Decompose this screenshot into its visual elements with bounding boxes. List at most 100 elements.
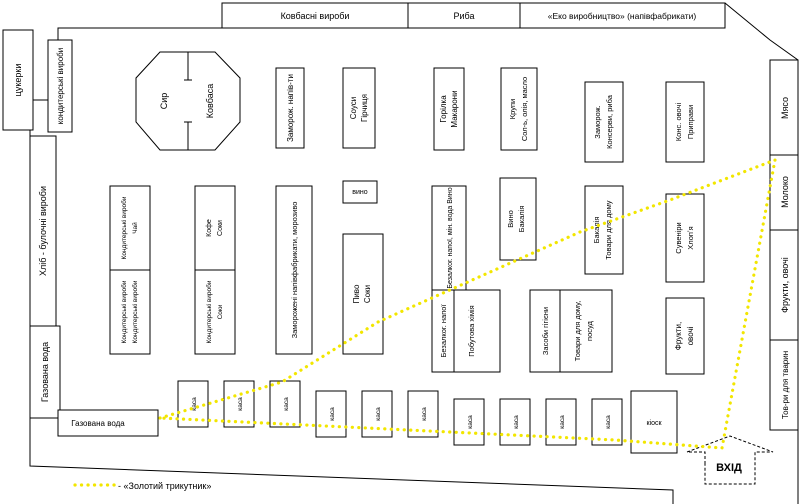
cereals-label-2: Макарони	[450, 90, 459, 127]
wine-tea-label-2: Бакалія	[517, 206, 526, 233]
checkout-counter	[499, 398, 531, 446]
legend: - «Золотий трикутник»	[73, 481, 211, 491]
sausages-label: Ковбасні вироби	[281, 11, 350, 21]
checkout-counter	[223, 380, 255, 428]
preserves-label-2: Консерви, риба	[605, 94, 614, 149]
cheese-sausage-island: Сир Ковбаса	[135, 51, 241, 151]
cheese-label: Сир	[159, 93, 169, 110]
soft-drinks-low-label: Безалког. напої	[439, 304, 448, 358]
shelf-household-chem	[453, 289, 501, 373]
section-water-horizontal	[57, 409, 159, 437]
pet-goods-label: Тов-ри для тварин	[781, 351, 790, 419]
sausage-stand-label: Ковбаса	[205, 84, 215, 118]
section-sausages	[221, 2, 409, 29]
shelf-conf-cocoa	[109, 269, 151, 355]
checkout-counter	[269, 380, 301, 428]
groceries-label-1: Крупи	[508, 99, 517, 119]
household-chem-label: Побутова хімія	[467, 305, 476, 356]
entrance[interactable]: ВХІД	[686, 435, 774, 485]
shelf-cereals	[433, 67, 465, 151]
shelf-preserves	[584, 81, 624, 163]
shelf-souvenirs	[665, 193, 705, 283]
bread-label: Хліб - булочні вироби	[38, 186, 48, 276]
golden-triangle-path	[158, 157, 778, 450]
section-confectionery	[47, 39, 73, 133]
shelf-soft-drinks	[431, 185, 467, 291]
legend-label: - «Золотий трикутник»	[118, 481, 211, 491]
section-eco	[519, 2, 726, 29]
household-label-2: Товари для дому	[604, 200, 613, 259]
coffee-label-1: Кофе	[206, 219, 213, 237]
center-lower: Безалког. напої Побутова хімія Засоби гі…	[431, 289, 705, 375]
conf-juice-label-1: Кондитерські вироби	[205, 280, 213, 343]
section-fruit-veg	[769, 229, 799, 341]
center-middle: Кондитерські вироби Чай Кондитерські вир…	[109, 177, 705, 355]
cereals-label-1: Горілка	[439, 95, 448, 123]
coffee-label-2: Соки	[217, 220, 224, 236]
conf-juice-label-2: Соки	[217, 304, 224, 319]
shelf-frozen-top	[275, 67, 305, 149]
meat-label: Мясо	[780, 97, 790, 119]
checkout-counter	[591, 398, 623, 446]
section-meat	[769, 59, 799, 156]
checkout-label: каса	[513, 415, 520, 429]
eco-label: «Еко виробництво» (напівфабрикати)	[548, 11, 697, 21]
shelf-canned-veg	[665, 81, 705, 163]
checkout-label: каса	[467, 415, 474, 429]
sauces-label-1: Соуси	[349, 97, 358, 120]
right-wall-sections: Мясо Молоко Фрукти, овочі Тов-ри для тва…	[769, 59, 799, 431]
entrance-label: ВХІД	[716, 462, 742, 474]
shelf-hygiene	[529, 289, 561, 373]
water-horizontal-label: Газована вода	[71, 419, 125, 428]
confectionery-label: кондитерські вироби	[56, 48, 65, 124]
entrance-arrow-icon	[686, 435, 774, 485]
home-goods-label-1: Товари для дому,	[573, 301, 582, 361]
hygiene-label: Засоби гігієни	[541, 307, 550, 355]
checkout-label: каса	[237, 397, 244, 411]
fruit-veg-mid-label-1: Фрукти,	[674, 322, 683, 350]
octagon-stand	[135, 51, 241, 151]
checkout-counter	[407, 390, 439, 438]
checkout-label: каса	[191, 397, 198, 411]
checkout-label: каса	[283, 397, 290, 411]
shelf-wine-small	[342, 180, 378, 204]
section-fish	[407, 2, 521, 29]
home-goods-label-2: посуд	[585, 320, 594, 340]
shelf-sauces	[342, 67, 376, 149]
checkout-label: каса	[559, 415, 566, 429]
wine-tea-label-1: Вино	[506, 210, 515, 228]
checkout-label: каса	[605, 415, 612, 429]
soft-drinks-label: Безалког. напої, мін. вода Вино	[446, 187, 454, 288]
souvenirs-label-2: Хлопʼя	[686, 226, 695, 249]
shelf-coffee	[194, 185, 236, 271]
checkout-counter	[315, 390, 347, 438]
canned-veg-label-2: Приправи	[686, 105, 695, 139]
fruit-veg-label: Фрукти, овочі	[780, 257, 790, 313]
preserves-label-1: Заморож.	[593, 105, 602, 138]
sauces-label-2: Гірчиця	[360, 94, 369, 122]
left-wall-sections: цукерки кондитерські вироби Хліб - булоч…	[2, 29, 159, 437]
section-candy	[2, 29, 34, 131]
shelf-conf-juice	[194, 269, 236, 355]
shelf-fruit-veg-mid	[665, 297, 705, 375]
beer-juice-label-1: Пиво	[352, 284, 361, 303]
center-top-row: Заморож. напів-ти Соуси Гірчиця Горілка …	[275, 67, 705, 163]
shelf-wine-tea	[499, 177, 537, 261]
fish-label: Риба	[454, 11, 475, 21]
conf-tea-label-1: Кондитерські вироби	[120, 196, 128, 259]
conf-tea-label-2: Чай	[131, 222, 139, 234]
frozen-semi-label: Заморожені напівфабрикати, морозиво	[290, 202, 299, 339]
section-pet-goods	[769, 339, 799, 431]
checkout-label: каса	[375, 407, 382, 421]
shelf-conf-tea	[109, 185, 151, 271]
conf-cocoa-label-2: Кондитерські вироби	[131, 280, 139, 343]
canned-veg-label-1: Конс. овочі	[674, 103, 683, 142]
shelf-home-goods	[559, 289, 613, 373]
beer-juice-label-2: Соки	[363, 285, 372, 303]
checkout-label: каса	[329, 407, 336, 421]
water-vertical-label: Газована вода	[40, 342, 50, 402]
checkout-counter	[453, 398, 485, 446]
shelf-beer-juice	[342, 233, 384, 355]
section-water-vertical	[29, 325, 61, 419]
